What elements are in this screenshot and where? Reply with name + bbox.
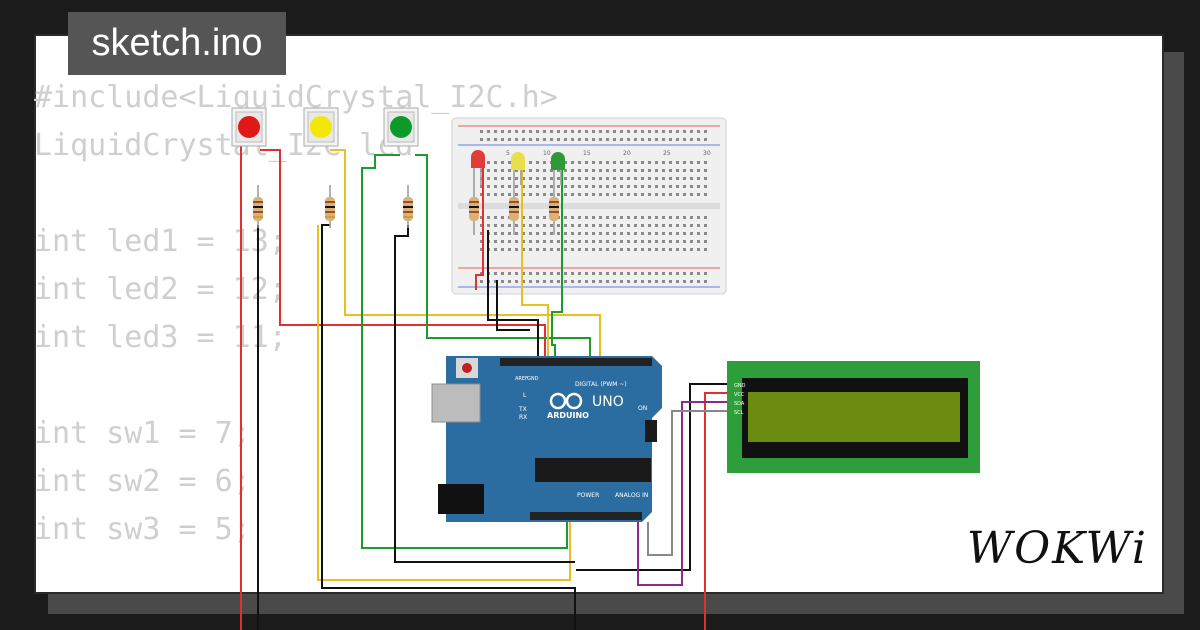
code-line: int sw2 = 6; [34, 464, 251, 499]
yellow-pushbutton[interactable] [303, 107, 339, 147]
power-jack [438, 484, 484, 514]
code-line: int sw1 = 7; [34, 416, 251, 451]
column-number: 25 [663, 150, 671, 157]
lcd-screen [748, 392, 960, 442]
usb-port [431, 383, 481, 423]
arduino-uno-board[interactable]: DIGITAL (PWM ~) AREF GND L TX RX ON ARDU… [431, 356, 662, 522]
arduino-infinity-logo [549, 392, 583, 410]
resistor[interactable] [253, 185, 263, 228]
uno-model: UNO [592, 394, 624, 410]
column-number: 5 [506, 150, 510, 157]
power-analog-header [530, 512, 642, 520]
code-line: #include<LiquidCrystal_I2C.h> [34, 80, 558, 115]
resistor[interactable] [549, 185, 559, 235]
wire-red[interactable] [704, 392, 733, 630]
wire-gray[interactable] [647, 410, 733, 556]
wire-yellow[interactable] [317, 225, 571, 581]
resistors [253, 185, 559, 235]
lcd-pin-label: GND [734, 383, 746, 389]
yellow-led[interactable] [511, 152, 525, 185]
digital-label: DIGITAL (PWM ~) [575, 381, 627, 388]
microcontroller-chip [535, 458, 651, 482]
analog-label: ANALOG IN [615, 492, 648, 499]
red-pushbutton[interactable] [231, 107, 267, 147]
wire-black[interactable] [496, 280, 530, 331]
lcd-pin-label: VCC [734, 392, 745, 398]
resistor[interactable] [469, 185, 479, 235]
resistor[interactable] [325, 185, 335, 228]
resistor[interactable] [403, 185, 413, 228]
power-label: POWER [577, 492, 599, 499]
wires [240, 140, 733, 630]
wire-black[interactable] [576, 383, 733, 571]
lcd-pin-label: SCL [734, 410, 744, 416]
led-label: L [523, 392, 527, 399]
aref-label: AREF [515, 376, 528, 382]
arduino-brand: ARDUINO [547, 411, 589, 420]
led-label: RX [519, 414, 527, 421]
resistor[interactable] [509, 185, 519, 235]
lcd-pin-label: SDA [734, 401, 745, 407]
digital-header [500, 358, 652, 366]
lcd-display[interactable]: GND VCC SDA SCL [727, 361, 980, 473]
wire-green[interactable] [415, 154, 591, 365]
wire-purple[interactable] [637, 401, 733, 586]
code-background: #include<LiquidCrystal_I2C.h> LiquidCrys… [34, 74, 934, 554]
column-number: 30 [703, 150, 711, 157]
wire-yellow[interactable] [330, 149, 601, 365]
filename-badge[interactable]: sketch.ino [68, 12, 286, 75]
red-led[interactable] [471, 150, 485, 185]
breadboard[interactable]: 1 5 10 15 20 25 30 [451, 117, 727, 295]
wire-green[interactable] [361, 154, 568, 549]
wire-red[interactable] [475, 162, 484, 290]
green-pushbutton[interactable] [383, 107, 419, 147]
column-number: 15 [583, 150, 591, 157]
green-led[interactable] [551, 152, 565, 185]
on-label: ON [638, 405, 647, 412]
breadboard-holes [480, 130, 707, 283]
code-line: int sw3 = 5; [34, 512, 251, 547]
wire-green[interactable] [551, 165, 563, 365]
wire-yellow[interactable] [521, 165, 549, 365]
column-number: 10 [543, 150, 551, 157]
column-number: 20 [623, 150, 631, 157]
code-line: LiquidCrystal_I2C lcd [34, 128, 414, 163]
gnd-label: GND [527, 376, 539, 382]
led-label: TX [518, 406, 527, 413]
wire-black[interactable] [321, 224, 576, 630]
wokwi-logo: WOKWi [966, 523, 1148, 574]
wire-black[interactable] [394, 225, 575, 563]
wire-black[interactable] [487, 230, 539, 365]
